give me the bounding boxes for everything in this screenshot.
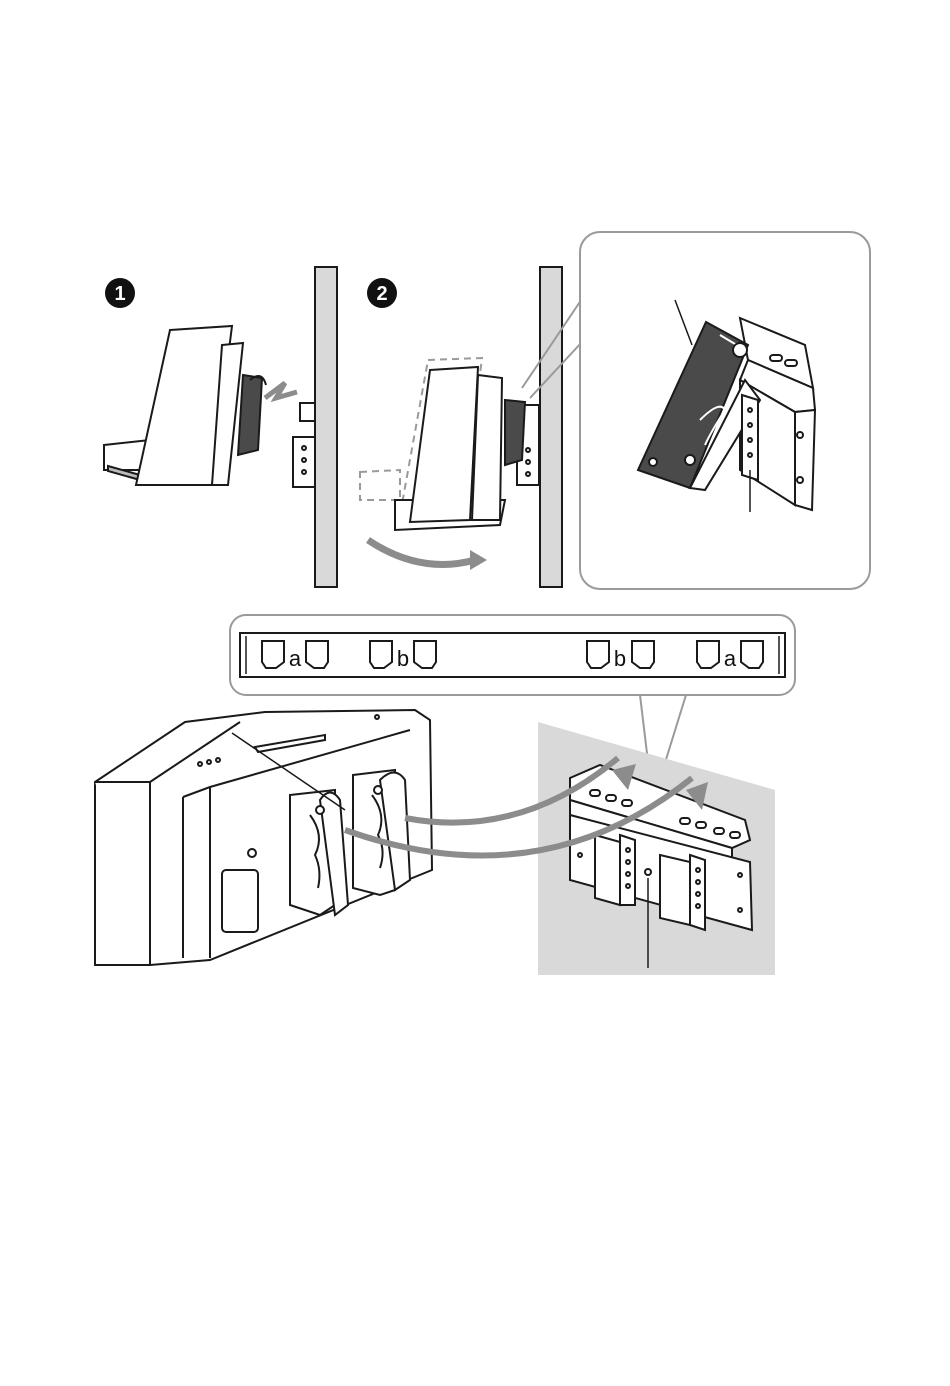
wall-bracket-side-1	[293, 403, 315, 487]
slot-letter-4: a	[724, 646, 737, 671]
step-1-panel: 1	[104, 267, 337, 587]
rotation-arrow	[368, 540, 475, 565]
slot-letter-1: a	[289, 646, 302, 671]
assembly-view	[95, 710, 775, 975]
wall-bracket-side-2	[505, 400, 539, 485]
step-1-badge: 1	[105, 278, 135, 308]
wall-section-2	[540, 267, 562, 587]
speaker-unit-1	[104, 326, 266, 485]
vertical-bracket-detail	[742, 395, 758, 480]
movement-arrow-1	[265, 383, 297, 398]
step-1-number: 1	[114, 283, 125, 305]
slot-letter-2: b	[397, 646, 409, 671]
step-2-number: 2	[376, 283, 387, 305]
step-2-panel: 2	[360, 267, 600, 587]
step-2-badge: 2	[367, 278, 397, 308]
slot-letter-3: b	[614, 646, 626, 671]
zoom-callout	[580, 232, 870, 589]
wall-section-1	[315, 267, 337, 587]
